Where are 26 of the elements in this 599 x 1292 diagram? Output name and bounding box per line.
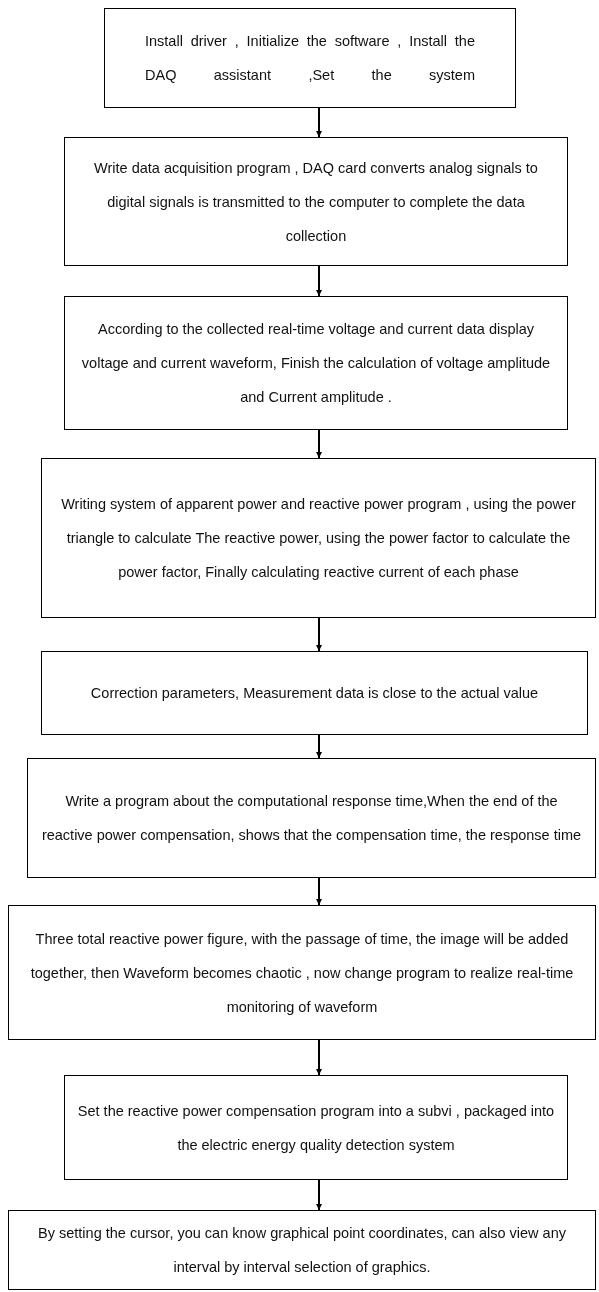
step-text: Three total reactive power figure, with the passage of time, the image will be added together, then Waveform becomes chaotic , now change program to realize real-time monitoring of waveform <box>29 929 575 1017</box>
process-box <box>41 458 596 618</box>
step-text: Write data acquisition program , DAQ card converts analog signals to digital signals is transmitted to the computer to complete the data collection <box>93 158 539 246</box>
arrow <box>316 877 322 906</box>
step-text: By setting the cursor, you can know graphical point coordinates, can also view any interval by interval selection of graphics. <box>37 1224 567 1277</box>
arrow <box>316 617 322 652</box>
arrow <box>316 1179 322 1211</box>
arrow <box>316 1039 322 1076</box>
process-box <box>64 1075 568 1180</box>
process-box <box>41 651 588 735</box>
arrow <box>316 429 322 459</box>
process-box <box>64 137 568 266</box>
step-text: According to the collected real-time voltage and current data display voltage and current waveform, Finish the calculation of voltage amplitude and Current amplitude . <box>80 320 552 407</box>
arrow <box>316 734 322 759</box>
arrow <box>316 265 322 297</box>
process-box <box>8 1210 596 1290</box>
process-box <box>104 8 516 108</box>
step-text: Set the reactive power compensation program into a subvi , packaged into the electric energy quality detection system <box>77 1101 555 1155</box>
step-text: Write a program about the computational response time,When the end of the reactive power compensation, shows that the compensation time, the response time <box>40 792 583 845</box>
step-text: Install driver , Initialize the software , Install the DAQ assistant ,Set the system <box>145 32 475 85</box>
process-box <box>27 758 596 878</box>
step-text: Correction parameters, Measurement data is close to the actual value <box>90 684 539 703</box>
arrow <box>316 107 322 138</box>
process-box <box>8 905 596 1040</box>
process-box <box>64 296 568 430</box>
step-text: Writing system of apparent power and reactive power program , using the power triangle to calculate The reactive power, using the power factor to calculate the power factor, Finally calculating reactive current of each phase <box>60 495 577 582</box>
